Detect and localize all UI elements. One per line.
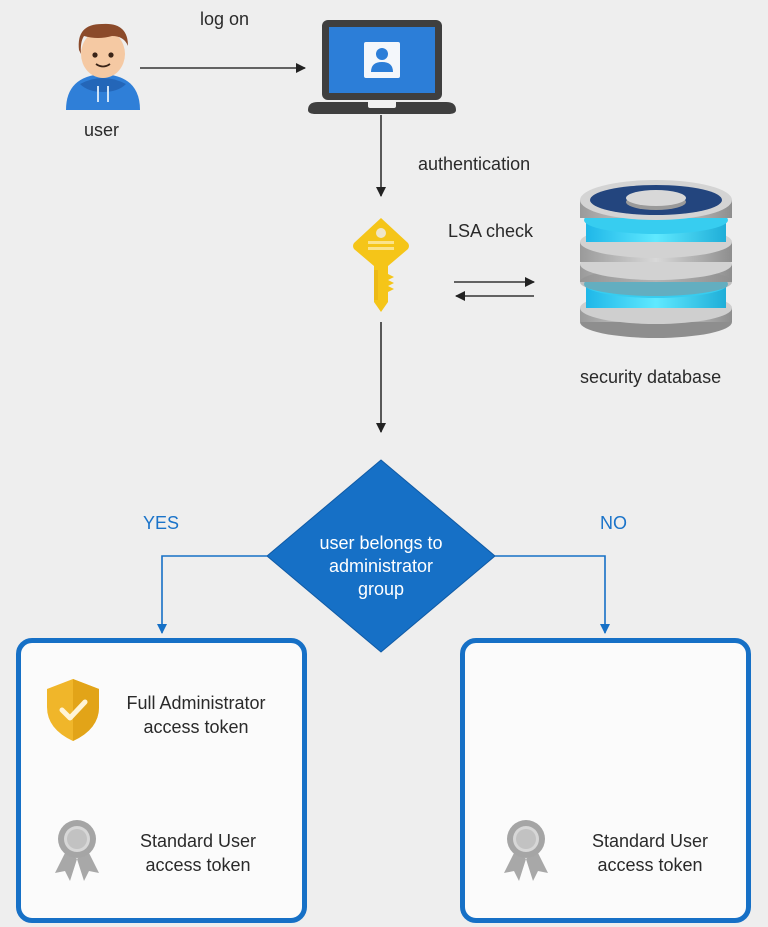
laptop-login-icon [308,20,456,114]
token-line-2: access token [597,855,703,875]
token-line-1: Standard User [591,831,709,851]
award-ribbon-icon [55,820,99,881]
standard-user-token-label: Standard User access token [123,829,273,877]
decision-line-1: user belongs to [319,533,443,553]
authentication-label: authentication [418,154,531,174]
no-label: NO [600,513,627,533]
admin-tokens-box: Full Administrator access token Standard… [16,638,307,923]
lsa-check-label: LSA check [448,221,534,241]
token-line-1: Full Administrator [126,693,266,713]
shield-check-icon [47,679,99,741]
token-line-2: access token [145,855,251,875]
security-database-label: security database [580,367,722,387]
standard-tokens-box: Standard User access token [460,638,751,923]
decision-label: user belongs to administrator group [296,532,466,601]
decision-line-2: administrator [328,556,434,576]
standard-user-token-label: Standard User access token [575,829,725,877]
log-on-label: log on [200,9,250,29]
award-ribbon-icon [504,820,548,881]
yes-label: YES [143,513,180,533]
decision-diamond [266,459,496,653]
full-admin-token-label: Full Administrator access token [121,691,271,739]
no-branch-arrow [495,555,610,634]
key-node [350,216,412,316]
database-icon [580,180,732,338]
computer-node [308,18,456,114]
database-node [578,176,734,341]
user-avatar-icon [66,23,140,110]
user-node: user [58,14,148,144]
key-icon [353,218,409,312]
yes-branch-arrow [157,555,267,634]
user-label: user [84,120,120,140]
token-line-2: access token [143,717,249,737]
token-line-1: Standard User [139,831,257,851]
decision-line-3: group [357,579,405,599]
